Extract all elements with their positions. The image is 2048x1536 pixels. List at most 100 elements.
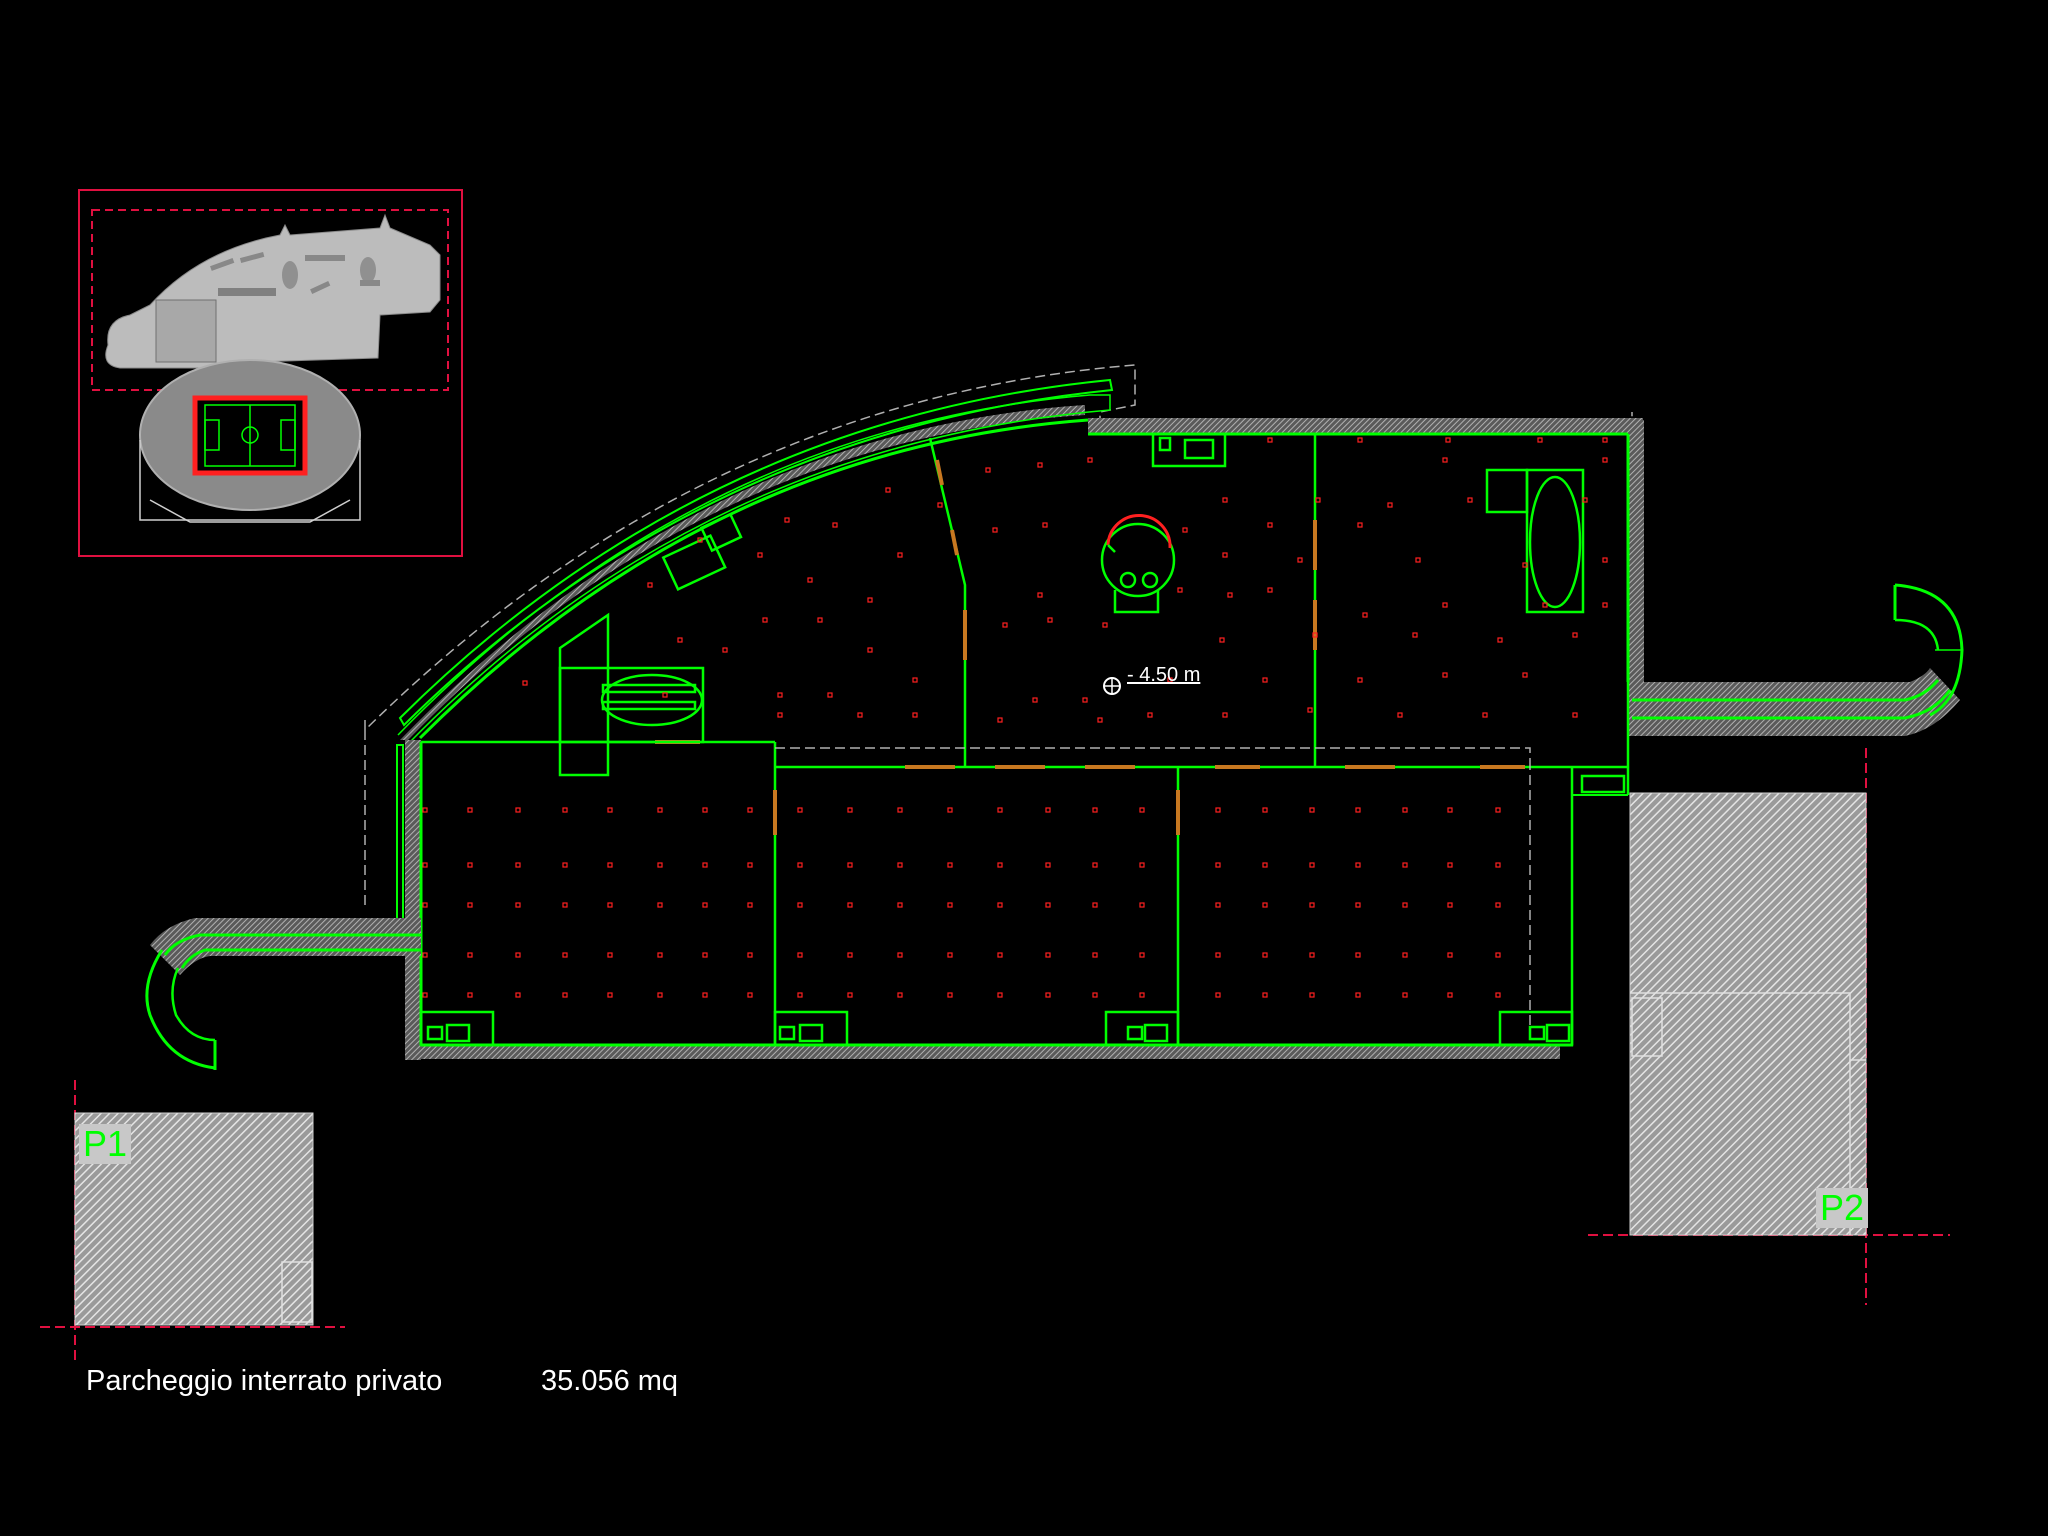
columns xyxy=(422,437,1608,998)
column-marker xyxy=(702,807,708,813)
column-marker xyxy=(1602,602,1608,608)
column-marker xyxy=(897,992,903,998)
column-marker xyxy=(702,902,708,908)
key-plan xyxy=(78,189,463,557)
column-marker xyxy=(1447,902,1453,908)
column-marker xyxy=(1355,992,1361,998)
column-marker xyxy=(1312,632,1318,638)
column-marker xyxy=(1442,457,1448,463)
column-marker xyxy=(1002,622,1008,628)
column-marker xyxy=(1309,952,1315,958)
column-marker xyxy=(1402,992,1408,998)
column-marker xyxy=(1087,457,1093,463)
column-marker xyxy=(1442,602,1448,608)
column-marker xyxy=(947,952,953,958)
column-marker xyxy=(1092,902,1098,908)
column-marker xyxy=(1355,862,1361,868)
column-marker xyxy=(607,807,613,813)
column-marker xyxy=(1355,807,1361,813)
column-marker xyxy=(847,862,853,868)
column-marker xyxy=(1309,992,1315,998)
column-marker xyxy=(1522,672,1528,678)
column-marker xyxy=(1032,697,1038,703)
column-marker xyxy=(1222,712,1228,718)
column-marker xyxy=(857,712,863,718)
column-marker xyxy=(1037,462,1043,468)
column-marker xyxy=(1177,587,1183,593)
column-marker xyxy=(607,952,613,958)
column-marker xyxy=(1262,952,1268,958)
column-marker xyxy=(797,992,803,998)
column-marker xyxy=(1447,862,1453,868)
column-marker xyxy=(897,902,903,908)
core-right-top xyxy=(1485,468,1529,514)
column-marker xyxy=(657,862,663,868)
column-marker xyxy=(1442,672,1448,678)
column-marker xyxy=(1572,712,1578,718)
column-marker xyxy=(747,862,753,868)
core-bottom-3 xyxy=(1104,1010,1180,1047)
column-marker xyxy=(657,807,663,813)
column-marker xyxy=(422,952,428,958)
column-marker xyxy=(562,992,568,998)
column-marker xyxy=(422,902,428,908)
column-marker xyxy=(1262,807,1268,813)
column-marker xyxy=(1045,952,1051,958)
column-marker xyxy=(1147,712,1153,718)
column-marker xyxy=(947,862,953,868)
column-marker xyxy=(1262,862,1268,868)
column-marker xyxy=(1495,992,1501,998)
column-marker xyxy=(997,902,1003,908)
column-marker xyxy=(1092,862,1098,868)
column-marker xyxy=(1357,677,1363,683)
spiral-stair xyxy=(1100,514,1176,614)
column-marker xyxy=(1355,952,1361,958)
column-marker xyxy=(1215,807,1221,813)
column-marker xyxy=(1215,902,1221,908)
column-marker xyxy=(1412,632,1418,638)
zone-tag-p2: P2 xyxy=(1816,1188,1869,1228)
column-marker xyxy=(562,902,568,908)
column-marker xyxy=(1222,552,1228,558)
column-marker xyxy=(662,692,668,698)
column-marker xyxy=(1182,527,1188,533)
column-marker xyxy=(912,677,918,683)
column-marker xyxy=(867,597,873,603)
column-marker xyxy=(757,552,763,558)
column-marker xyxy=(1602,457,1608,463)
column-marker xyxy=(515,807,521,813)
column-marker xyxy=(1309,862,1315,868)
zone-p1-block xyxy=(40,1080,345,1365)
core-bottom-2 xyxy=(773,1010,849,1047)
column-marker xyxy=(1045,902,1051,908)
column-marker xyxy=(722,647,728,653)
column-marker xyxy=(1227,592,1233,598)
column-marker xyxy=(1495,952,1501,958)
column-marker xyxy=(897,952,903,958)
column-marker xyxy=(1262,992,1268,998)
column-marker xyxy=(1402,862,1408,868)
legend-area-value: 35.056 mq xyxy=(541,1365,679,1397)
column-marker xyxy=(1139,902,1145,908)
column-marker xyxy=(1139,862,1145,868)
column-marker xyxy=(702,862,708,868)
column-marker xyxy=(747,902,753,908)
column-marker xyxy=(832,522,838,528)
column-marker xyxy=(1045,862,1051,868)
core-top-1 xyxy=(1151,432,1227,468)
column-marker xyxy=(1097,717,1103,723)
column-marker xyxy=(562,862,568,868)
column-marker xyxy=(797,862,803,868)
column-marker xyxy=(1045,992,1051,998)
column-marker xyxy=(607,992,613,998)
column-marker xyxy=(467,862,473,868)
column-marker xyxy=(1602,557,1608,563)
column-marker xyxy=(1092,952,1098,958)
column-marker xyxy=(747,992,753,998)
column-marker xyxy=(467,807,473,813)
ramp-central xyxy=(558,666,705,744)
column-marker xyxy=(1309,902,1315,908)
column-marker xyxy=(997,992,1003,998)
column-marker xyxy=(1447,807,1453,813)
left-ramp-curve xyxy=(145,949,216,1070)
